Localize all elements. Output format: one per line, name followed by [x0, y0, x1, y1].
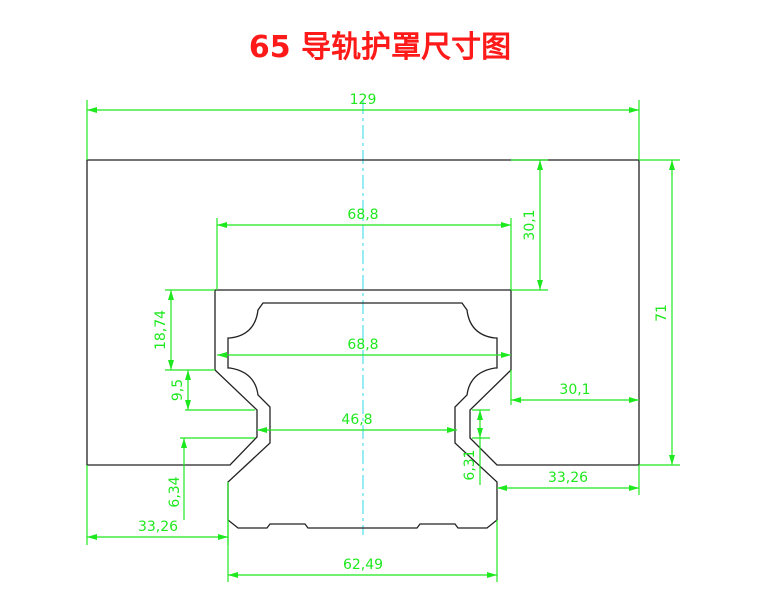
- dim-label: 68,8: [347, 337, 378, 353]
- dim-label: 6,31: [462, 449, 478, 480]
- dim-right-flange: 33,26: [497, 465, 640, 495]
- dim-slot-depth: 30,1: [511, 159, 548, 291]
- dim-mid-width: 68,8: [217, 337, 511, 358]
- rail-profile: [227, 302, 498, 529]
- dim-label: 129: [350, 92, 377, 108]
- dim-label: 30,1: [522, 209, 538, 240]
- dim-label: 18,74: [153, 310, 169, 350]
- dim-base-width: 62,49: [227, 520, 498, 582]
- dim-label: 6,34: [167, 476, 183, 507]
- dim-label: 68,8: [347, 207, 378, 223]
- dim-right-step: 30,1: [510, 370, 639, 405]
- dim-neck-width: 46,8: [257, 412, 457, 433]
- dim-label: 62,49: [343, 557, 383, 573]
- dim-label: 33,26: [548, 470, 588, 486]
- dim-right-lower-height: 6,31: [462, 409, 490, 485]
- dim-overall-height: 71: [639, 159, 680, 466]
- dim-chamfer-height: 9,5: [170, 370, 255, 411]
- dim-label: 30,1: [559, 382, 590, 398]
- dim-label: 71: [654, 304, 670, 322]
- dim-overall-width: 129: [86, 92, 640, 160]
- dim-label: 33,26: [138, 519, 178, 535]
- dim-top-slot-width: 68,8: [216, 207, 512, 290]
- dim-label: 9,5: [170, 379, 186, 401]
- dim-left-height: 18,74: [153, 289, 215, 371]
- dim-left-lower-height: 6,34: [167, 437, 255, 520]
- dim-label: 46,8: [341, 412, 372, 428]
- dim-left-flange: 33,26: [86, 465, 229, 545]
- drawing-title: 65 导轨护罩尺寸图: [248, 30, 512, 65]
